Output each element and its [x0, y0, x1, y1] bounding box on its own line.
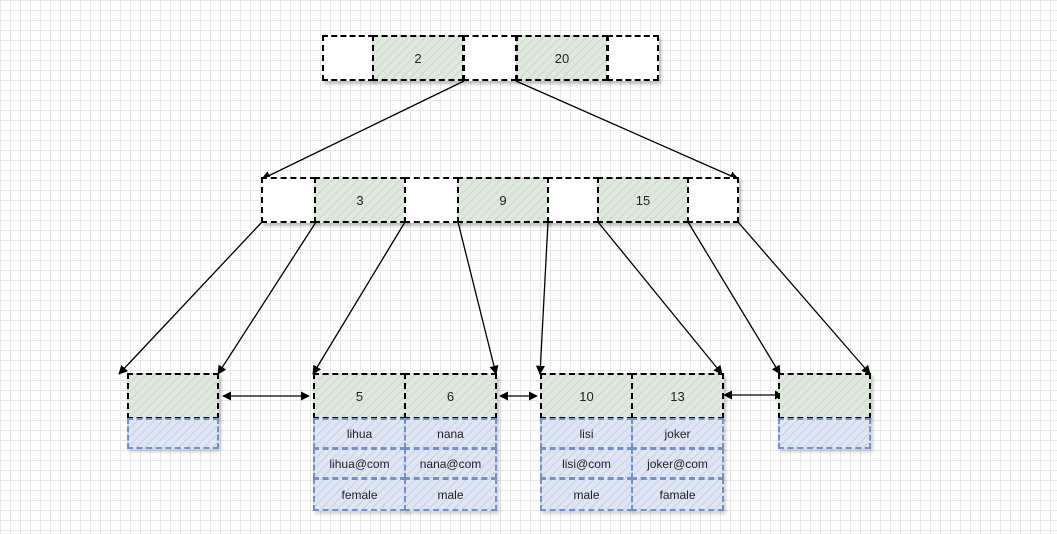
leaf-2-record-0-name: lisi	[540, 418, 633, 449]
leaf-3-key-cell	[778, 373, 871, 419]
leaf-2-record-1-email: joker@com	[631, 448, 724, 479]
leaf-1-record-0-name: lihua	[313, 418, 406, 449]
internal-p0-to-leaf0-left-arrow	[118, 221, 263, 375]
leaf-2-record-0-email: lisi@com	[540, 448, 633, 479]
leaf-0-data-cell	[127, 418, 219, 449]
internal-pointer-0	[261, 177, 316, 223]
root-pointer-0	[322, 35, 374, 81]
internal-p3-to-leaf3-left-arrow	[687, 221, 781, 375]
leaf-1-record-1-email: nana@com	[404, 448, 497, 479]
leaf-2-record-0-gender: male	[540, 478, 633, 511]
root-to-internal-right-arrow	[515, 80, 739, 180]
root-key-0: 2	[372, 35, 464, 81]
internal-pointer-2	[547, 177, 599, 223]
internal-pointer-1	[404, 177, 459, 223]
leaf-1-record-1-name: nana	[404, 418, 497, 449]
internal-key-1: 9	[457, 177, 549, 223]
internal-pointer-3	[687, 177, 739, 223]
internal-p1-to-leaf1-right-arrow	[457, 221, 499, 375]
leaf-1-key-0: 5	[313, 373, 406, 419]
internal-p3-to-leaf3-right-arrow	[737, 221, 871, 375]
internal-key-0: 3	[314, 177, 406, 223]
leaf-1-record-1-gender: male	[404, 478, 497, 511]
internal-p0-to-leaf0-right-arrow	[217, 221, 317, 375]
internal-p1-to-leaf1-left-arrow	[312, 221, 406, 375]
leaf-2-record-1-gender: famale	[631, 478, 724, 511]
internal-p2-to-leaf2-right-arrow	[597, 221, 723, 375]
leaf-0-key-cell	[127, 373, 219, 419]
leaf-1-record-0-gender: female	[313, 478, 406, 511]
leaf-3-data-cell	[778, 418, 871, 449]
root-pointer-1	[463, 35, 517, 81]
internal-key-2: 15	[597, 177, 689, 223]
leaf-2-record-1-name: joker	[631, 418, 724, 449]
leaf-1-record-0-email: lihua@com	[313, 448, 406, 479]
internal-p2-to-leaf2-left-arrow	[535, 221, 549, 375]
root-key-1: 20	[516, 35, 608, 81]
leaf-1-key-1: 6	[404, 373, 497, 419]
leaf-2-key-0: 10	[540, 373, 633, 419]
leaf-2-key-1: 13	[631, 373, 724, 419]
root-pointer-2	[607, 35, 659, 81]
root-to-internal-left-arrow	[261, 80, 465, 180]
